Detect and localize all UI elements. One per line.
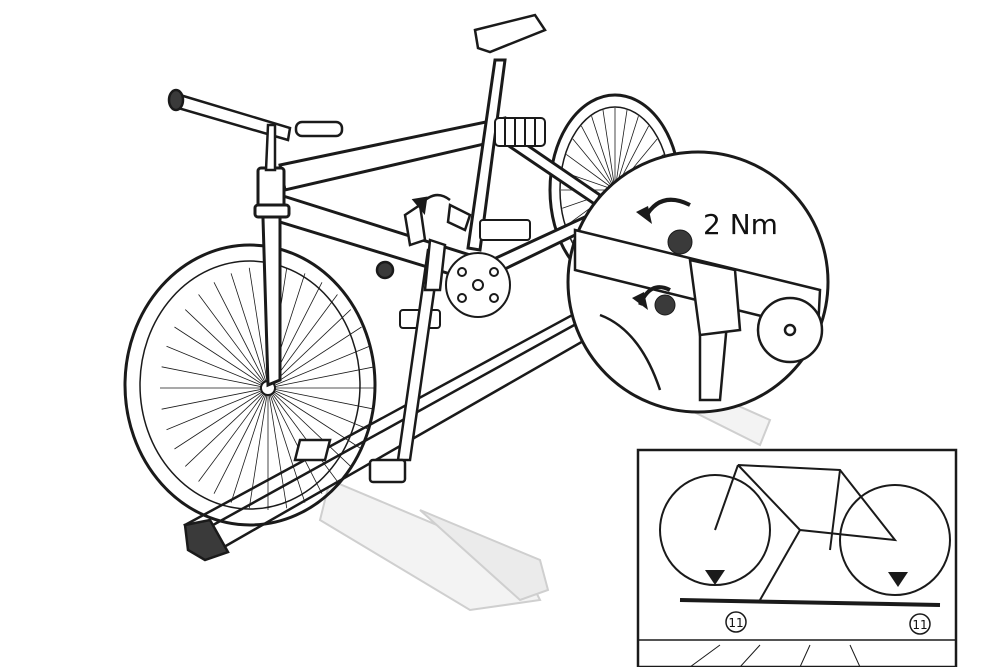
arrow-left xyxy=(705,570,725,585)
marker-right: 11 xyxy=(912,618,927,632)
bicycle-frame xyxy=(253,58,609,388)
spoke xyxy=(267,387,338,482)
spoke xyxy=(198,294,269,389)
rear-shock xyxy=(494,117,546,147)
inset-rail xyxy=(679,598,941,607)
spoke xyxy=(267,345,370,389)
arrow-right xyxy=(888,572,908,587)
torque-label: 2 Nm xyxy=(703,208,778,241)
frame-clamp xyxy=(403,202,427,247)
marker-left: 11 xyxy=(728,616,743,630)
spoke xyxy=(602,109,616,191)
spoke xyxy=(248,387,269,509)
spoke xyxy=(174,326,269,389)
spoke xyxy=(572,138,616,191)
callout-knob-top xyxy=(667,229,693,255)
spoke xyxy=(267,387,370,431)
spoke xyxy=(161,387,269,410)
spoke xyxy=(267,387,352,467)
spoke xyxy=(267,387,306,503)
spoke xyxy=(267,326,362,389)
spoke xyxy=(198,387,269,482)
spoke xyxy=(267,387,288,509)
rail-end-cap xyxy=(183,518,230,562)
spoke xyxy=(267,387,362,450)
spoke xyxy=(591,115,616,191)
spoke xyxy=(161,366,269,389)
handlebar-grip xyxy=(294,120,344,138)
spoke xyxy=(614,109,628,191)
spoke xyxy=(267,387,323,494)
chainring xyxy=(399,219,531,329)
callout-knob-bottom xyxy=(654,294,676,316)
rack-arm xyxy=(293,202,472,484)
spoke xyxy=(230,273,269,389)
spoke xyxy=(213,282,269,389)
spoke xyxy=(213,387,269,494)
detail-callout: 2 Nm xyxy=(566,150,830,414)
spoke xyxy=(267,309,352,389)
saddle xyxy=(473,13,547,54)
spoke xyxy=(267,387,375,410)
clamp-knob xyxy=(375,260,395,280)
pedal xyxy=(479,219,531,241)
arm-base-clamp xyxy=(368,458,407,484)
rotate-arrow-main xyxy=(411,193,451,215)
front-wheel xyxy=(123,243,377,527)
spoke xyxy=(174,387,269,450)
spoke xyxy=(184,387,269,467)
torque-knob xyxy=(446,203,472,232)
spoke xyxy=(166,387,269,431)
spoke xyxy=(230,387,269,503)
spoke xyxy=(184,309,269,389)
spoke xyxy=(248,267,269,389)
handlebar xyxy=(167,88,344,172)
spoke xyxy=(580,125,616,191)
spoke xyxy=(566,154,616,191)
spoke xyxy=(267,366,375,389)
wheel-holder xyxy=(293,438,332,462)
inset-panel: 11 11 xyxy=(636,448,958,667)
spoke xyxy=(166,345,269,389)
